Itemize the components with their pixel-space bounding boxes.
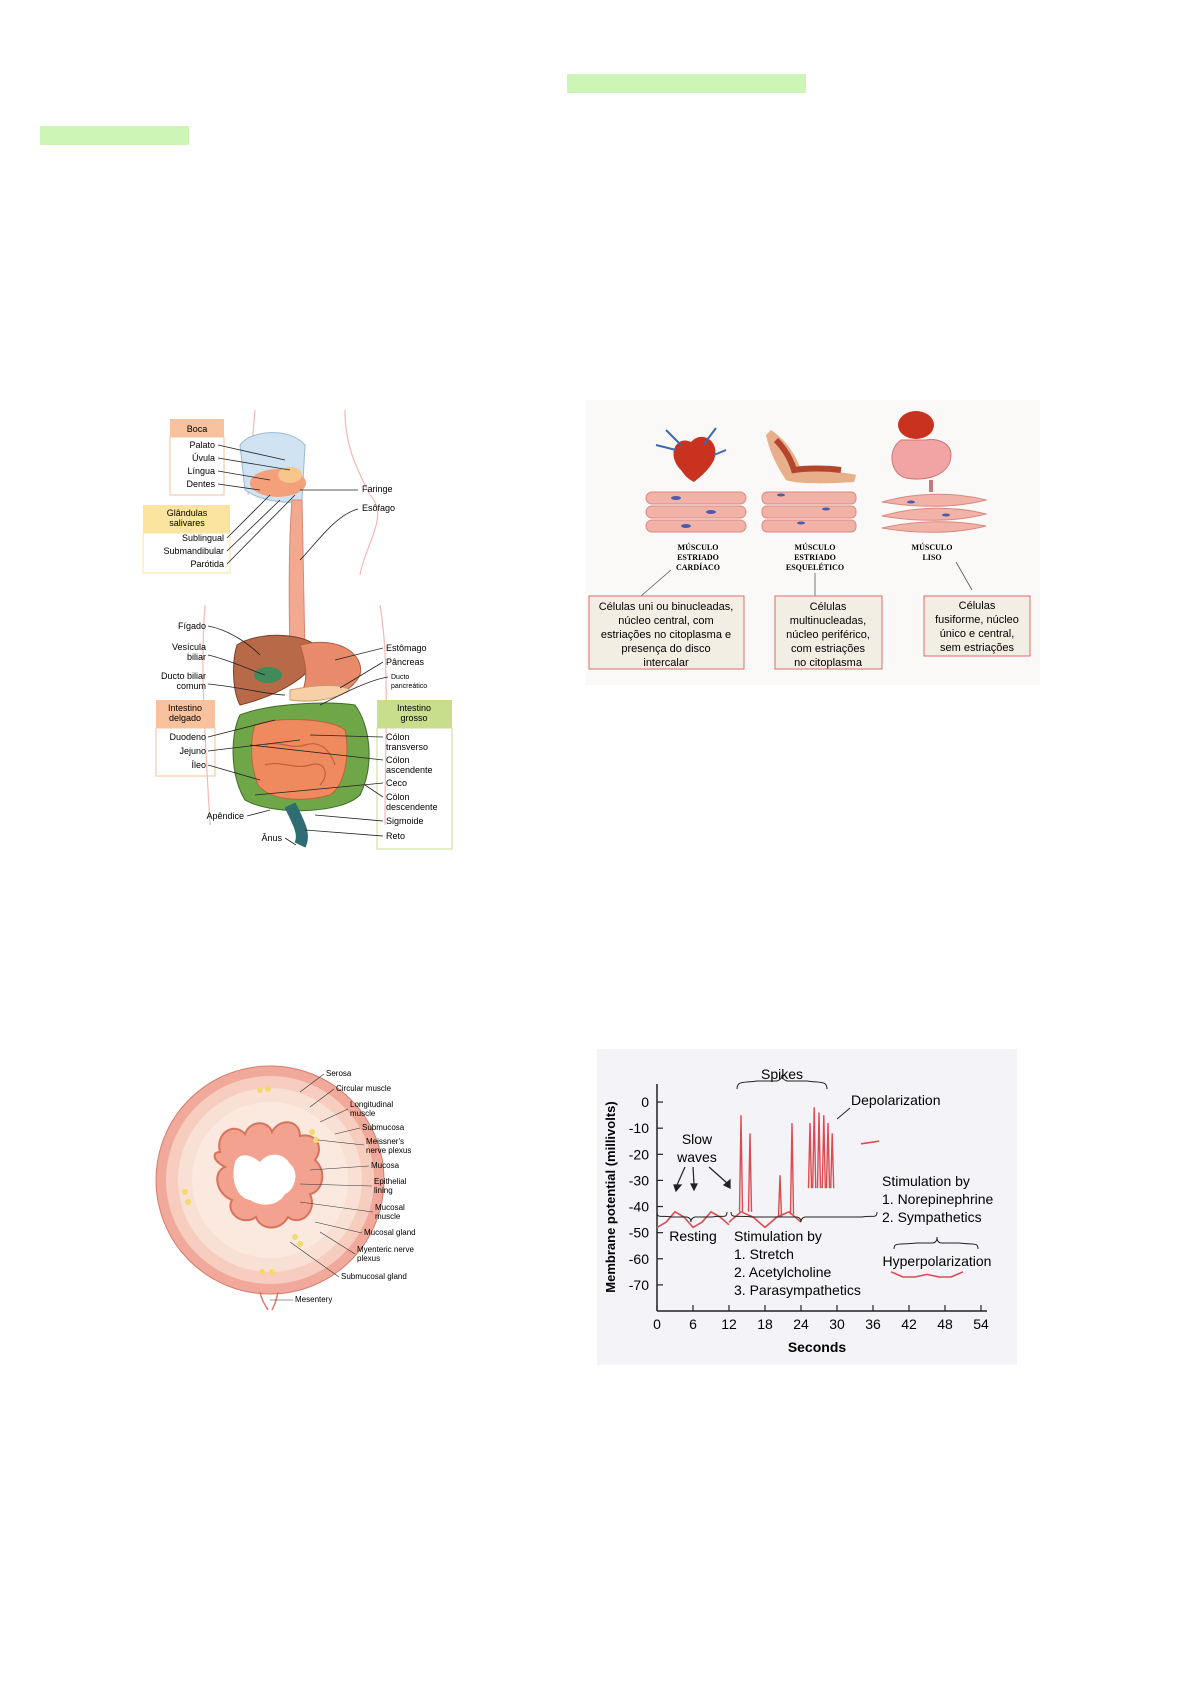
label-sigmoide: Sigmoide (386, 816, 424, 826)
y-tick-label: 0 (641, 1094, 649, 1110)
y-tick-label: -60 (629, 1251, 649, 1267)
label-apendice: Apêndice (206, 811, 244, 821)
label-ileo: Íleo (191, 760, 206, 770)
label-serosa: Serosa (326, 1069, 352, 1078)
x-axis-label: Seconds (788, 1339, 847, 1355)
label-uvula: Úvula (192, 453, 215, 463)
x-tick-label: 0 (653, 1316, 661, 1332)
y-axis-label: Membrane potential (millivolts) (603, 1101, 618, 1292)
label-lingua: Língua (187, 466, 215, 476)
x-tick-label: 54 (973, 1316, 989, 1332)
annotation-hyperpolarization: Hyperpolarization (883, 1253, 992, 1269)
x-tick-label: 18 (757, 1316, 773, 1332)
y-tick-label: -30 (629, 1172, 649, 1188)
label-mucosa: Mucosa (371, 1161, 400, 1170)
y-tick-label: -10 (629, 1120, 649, 1136)
annotation-resting: Resting (669, 1228, 716, 1244)
x-tick-label: 6 (689, 1316, 697, 1332)
label-anus: Ânus (261, 833, 282, 843)
x-tick-label: 48 (937, 1316, 953, 1332)
label-sublingual: Sublingual (182, 533, 224, 543)
label-mucosal-gland: Mucosal gland (364, 1228, 416, 1237)
label-submandibular: Submandibular (163, 546, 224, 556)
label-figado: Fígado (178, 621, 206, 631)
highlight-bar-top-left (40, 126, 189, 145)
label-circular-muscle: Circular muscle (336, 1084, 392, 1093)
label-esofago: Esôfago (362, 503, 395, 513)
label-dentes: Dentes (186, 479, 215, 489)
skeletal-fibers (762, 492, 856, 532)
highlight-bar-top-right (567, 74, 806, 93)
label-mesentery: Mesentery (295, 1295, 332, 1304)
label-palato: Palato (189, 440, 215, 450)
x-tick-label: 24 (793, 1316, 809, 1332)
label-jejuno: Jejuno (179, 746, 206, 756)
label-ceco: Ceco (386, 778, 407, 788)
label-submucosa: Submucosa (362, 1123, 405, 1132)
smooth-fibers (882, 494, 986, 532)
cardiac-fibers (646, 492, 746, 532)
x-tick-label: 36 (865, 1316, 881, 1332)
x-tick-label: 42 (901, 1316, 917, 1332)
membrane-potential-chart: 0 6 12 18 24 30 36 42 48 54 0 -10 -20 -30 -40 -50 -60 -70… (597, 1049, 1017, 1365)
y-tick-label: -40 (629, 1199, 649, 1215)
y-tick-label: -50 (629, 1225, 649, 1241)
label-submucosal-gland: Submucosal gland (341, 1272, 407, 1281)
label-faringe: Faringe (362, 484, 393, 494)
x-tick-label: 30 (829, 1316, 845, 1332)
y-tick-label: -20 (629, 1146, 649, 1162)
label-boca: Boca (187, 424, 208, 434)
label-estomago: Estômago (386, 643, 427, 653)
label-parotida: Parótida (190, 559, 224, 569)
label-reto: Reto (386, 831, 405, 841)
label-duodeno: Duodeno (169, 732, 206, 742)
x-tick-label: 12 (721, 1316, 737, 1332)
y-tick-label: -70 (629, 1277, 649, 1293)
annotation-spikes: Spikes (761, 1066, 803, 1082)
annotation-depolarization: Depolarization (851, 1092, 941, 1108)
label-pancreas: Pâncreas (386, 657, 425, 667)
